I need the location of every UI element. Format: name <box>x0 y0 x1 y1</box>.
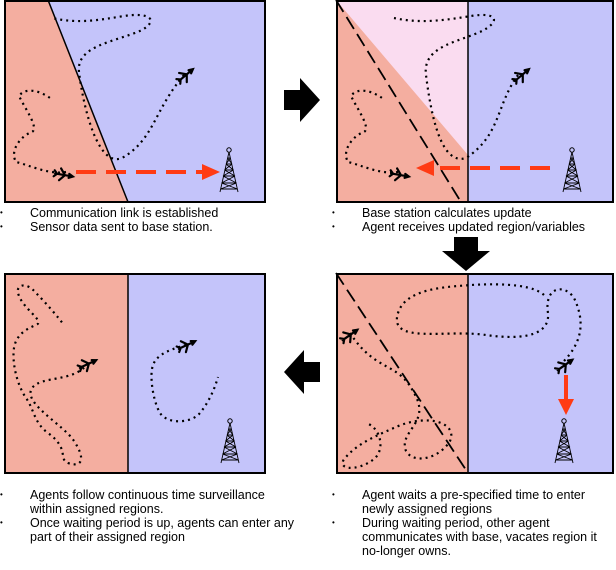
block-arrow-icon <box>442 237 490 271</box>
airplane-icon <box>52 167 76 182</box>
region-right <box>468 0 614 202</box>
block-arrow-icon <box>284 350 320 394</box>
airplane-icon <box>175 339 198 354</box>
region-right <box>128 273 266 473</box>
block-arrow-icon <box>284 78 320 122</box>
panel-frame <box>4 273 266 474</box>
panel-frame <box>336 273 614 474</box>
bullet: Agent waits a pre-specified time to ente… <box>332 488 616 516</box>
communication-link-arrowhead <box>202 164 220 180</box>
bullet: Sensor data sent to base station. <box>0 220 300 234</box>
bullet: Agent receives updated region/variables <box>332 220 616 234</box>
panel-step-3-diagram <box>335 272 614 474</box>
panel-step-4 <box>4 273 266 475</box>
panel-step-2 <box>335 0 614 204</box>
agent-path <box>345 89 399 174</box>
region-right <box>468 273 614 473</box>
region-left <box>336 273 468 473</box>
region-right <box>48 0 266 202</box>
radio-tower-icon <box>554 418 574 464</box>
airplane-icon <box>388 167 412 182</box>
panel-step-1 <box>4 0 266 204</box>
panel-frame <box>336 0 614 203</box>
airplane-icon <box>76 358 99 373</box>
panel-step-4-bullets: Agents follow continuous time surveillan… <box>0 488 300 544</box>
agent-path <box>341 332 453 469</box>
radio-tower-icon <box>220 418 240 464</box>
panel-step-3-bullets: Agent waits a pre-specified time to ente… <box>332 488 616 558</box>
bullet: Agents follow continuous time surveillan… <box>0 488 300 516</box>
airplane-icon <box>338 328 360 345</box>
airplane-icon <box>175 67 195 85</box>
region-left <box>4 0 128 202</box>
radio-tower-icon <box>562 147 582 193</box>
region-left <box>4 273 128 473</box>
region-recalculated <box>336 0 468 155</box>
panel-step-2-bullets: Base station calculates update Agent rec… <box>332 206 616 234</box>
panel-step-1-bullets: Communication link is established Sensor… <box>0 206 300 234</box>
agent-path <box>13 89 67 174</box>
bullet: During waiting period, other agent commu… <box>332 516 616 558</box>
radio-tower-icon <box>219 147 239 193</box>
agent-path <box>150 343 220 423</box>
panel-step-1-diagram <box>4 0 266 203</box>
region-boundary <box>47 0 129 203</box>
panel-step-4-diagram <box>4 273 266 474</box>
panel-step-3 <box>335 272 614 475</box>
agent-path <box>12 284 89 466</box>
airplane-icon <box>511 67 531 85</box>
communication-link-arrowhead <box>558 399 574 415</box>
panel-frame <box>4 0 266 203</box>
bullet: Once waiting period is up, agents can en… <box>0 516 300 544</box>
bullet: Communication link is established <box>0 206 300 220</box>
airplane-icon <box>553 358 575 375</box>
update-link-arrowhead <box>416 160 434 176</box>
panel-step-2-diagram <box>335 0 614 203</box>
bullet: Base station calculates update <box>332 206 616 220</box>
